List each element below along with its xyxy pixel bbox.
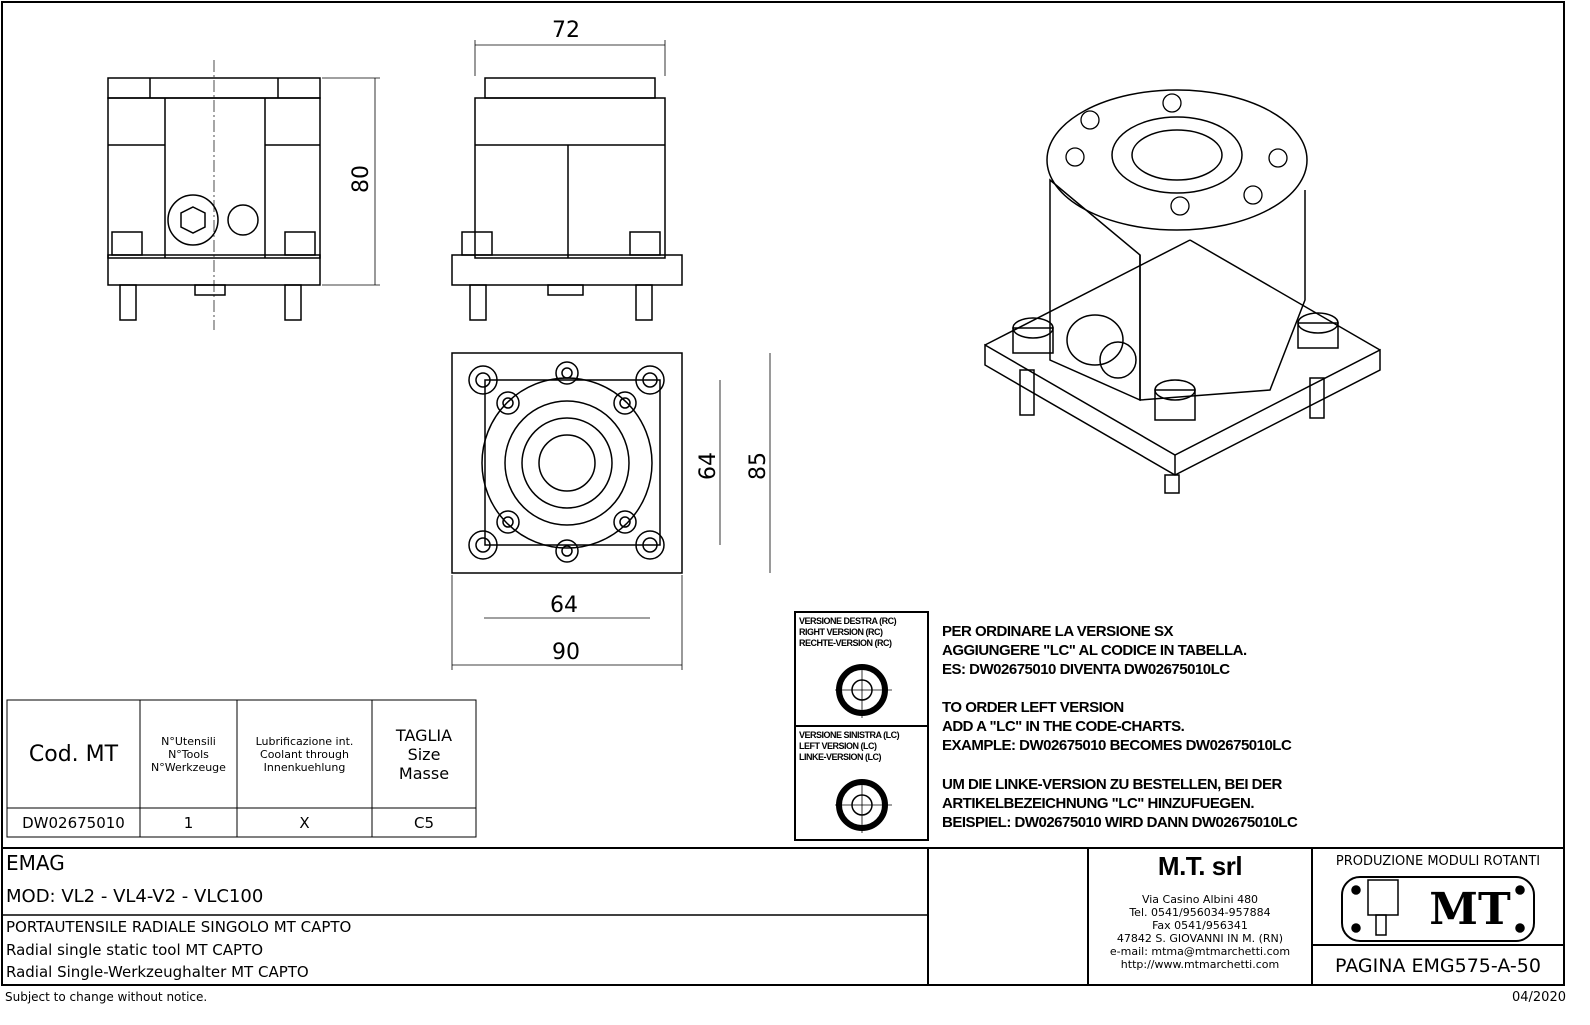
model-list: MOD: VL2 - VL4-V2 - VLC100	[6, 886, 264, 907]
page-code: PAGINA EMG575-A-50	[1335, 955, 1541, 977]
machine-name: EMAG	[6, 851, 65, 875]
revision-date: 04/2020	[1511, 990, 1566, 1005]
side-view	[451, 40, 683, 321]
header-coolant: Lubrificazione int. Coolant through Inne…	[255, 734, 354, 774]
isometric-view	[984, 89, 1381, 494]
version-left-label: VERSIONE SINISTRA (LC) LEFT VERSION (LC)…	[799, 730, 900, 762]
dim-side-width: 72	[552, 18, 580, 43]
cell-tools: 1	[183, 813, 194, 832]
order-note-en: TO ORDER LEFT VERSION ADD A "LC" IN THE …	[942, 699, 1292, 754]
version-left-symbol	[835, 779, 892, 833]
company-name: M.T. srl	[1157, 850, 1243, 881]
dim-front-height: 80	[349, 165, 374, 193]
cell-code: DW02675010	[22, 813, 125, 832]
company-address: Via Casino Albini 480 Tel. 0541/956034-9…	[1109, 893, 1291, 971]
header-tools: N°Utensili N°Tools N°Werkzeuge	[151, 734, 226, 774]
version-box-grid	[794, 611, 929, 841]
front-view	[107, 60, 380, 330]
cell-coolant: X	[299, 813, 310, 832]
description-de: Radial Single-Werkzeughalter MT CAPTO	[6, 963, 309, 981]
mt-logo	[1341, 876, 1535, 942]
header-size: TAGLIA Size Masse	[395, 725, 453, 783]
dim-top-inner-height: 64	[696, 452, 721, 480]
version-right-label: VERSIONE DESTRA (RC) RIGHT VERSION (RC) …	[799, 616, 897, 648]
version-right-symbol	[835, 664, 892, 718]
bolt-holes	[468, 361, 665, 563]
dim-top-inner-width: 64	[550, 593, 578, 618]
spec-table-grid	[6, 699, 477, 838]
division-label: PRODUZIONE MODULI ROTANTI	[1335, 853, 1541, 869]
header-code: Cod. MT	[28, 741, 119, 767]
mt-logo-text: MT	[1429, 883, 1511, 935]
cell-size: C5	[413, 813, 435, 832]
drawing-frame	[1, 1, 1565, 986]
change-notice: Subject to change without notice.	[5, 990, 208, 1004]
order-note-it: PER ORDINARE LA VERSIONE SX AGGIUNGERE "…	[942, 623, 1247, 678]
top-view	[451, 352, 771, 670]
description-en: Radial single static tool MT CAPTO	[6, 941, 264, 959]
dim-top-outer-width: 90	[552, 640, 580, 665]
description-it: PORTAUTENSILE RADIALE SINGOLO MT CAPTO	[6, 918, 352, 936]
order-note-de: UM DIE LINKE-VERSION ZU BESTELLEN, BEI D…	[942, 776, 1298, 831]
dim-top-outer-height: 85	[746, 452, 771, 480]
